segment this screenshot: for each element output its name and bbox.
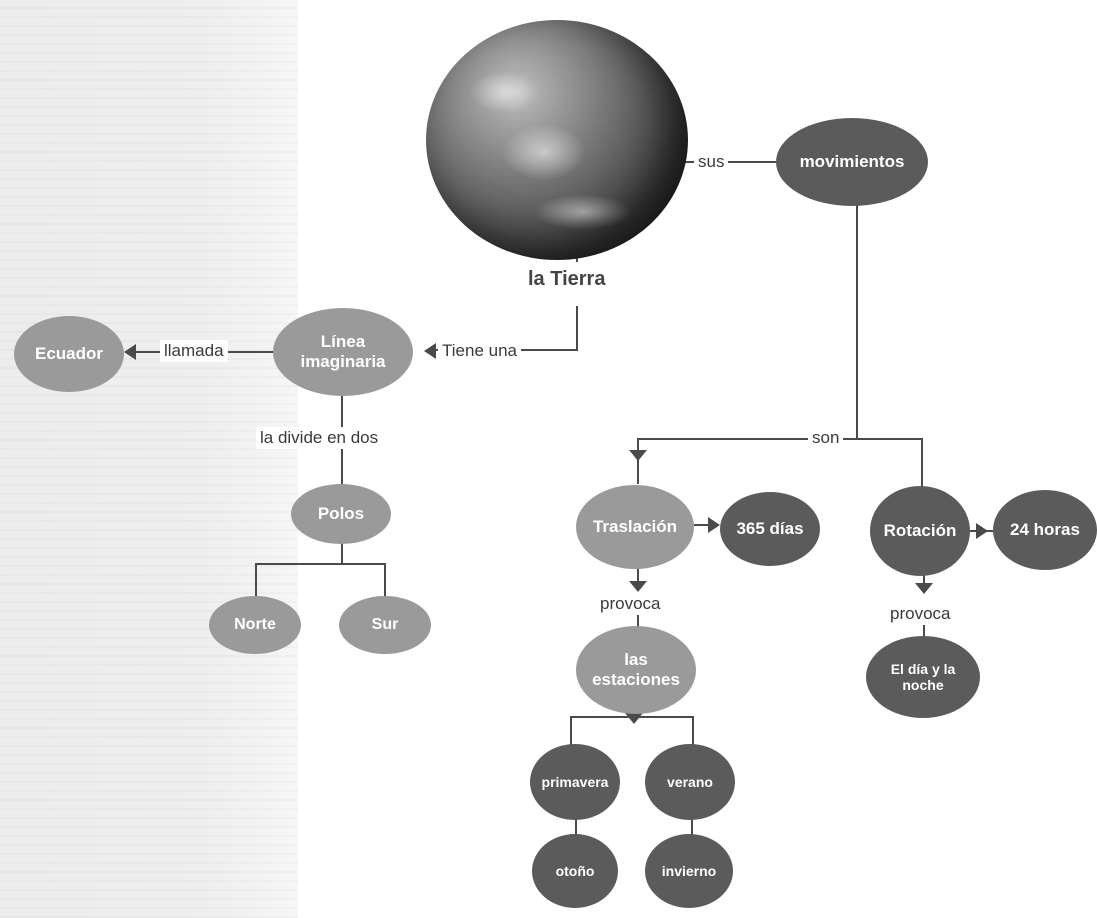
node-rotacion: Rotación: [870, 486, 970, 576]
connector: [384, 563, 386, 599]
connector: [341, 540, 343, 564]
link-label-la-divide: la divide en dos: [256, 427, 383, 449]
arrow-down-icon: [629, 450, 647, 461]
arrow-left-icon: [424, 343, 436, 359]
connector: [637, 438, 923, 440]
connector: [923, 620, 925, 638]
node-primavera: primavera: [530, 744, 620, 820]
earth-globe-image: [426, 20, 688, 260]
connector: [694, 524, 716, 526]
arrow-down-icon: [629, 581, 647, 592]
node-norte: Norte: [209, 596, 301, 654]
node-sur: Sur: [339, 596, 431, 654]
connector: [255, 563, 257, 599]
connector: [575, 812, 577, 838]
node-linea-imaginaria: Línea imaginaria: [273, 308, 413, 396]
page-background-shading: [0, 0, 298, 918]
link-label-provoca: provoca: [886, 603, 955, 625]
node-movimientos: movimientos: [776, 118, 928, 206]
arrow-left-icon: [124, 344, 136, 360]
node-polos: Polos: [291, 484, 391, 544]
link-label-provoca: provoca: [596, 593, 665, 615]
link-label-llamada: llamada: [160, 340, 228, 362]
arrow-down-icon: [915, 583, 933, 594]
connector: [692, 716, 694, 750]
center-label-la-tierra: la Tierra: [528, 268, 606, 290]
node-dia-y-noche: El día y la noche: [866, 636, 980, 718]
link-label-sus: sus: [694, 151, 729, 173]
connector: [637, 566, 639, 586]
node-verano: verano: [645, 744, 735, 820]
link-label-tiene-una: Tiene una: [438, 340, 521, 362]
link-label-son: son: [808, 427, 844, 449]
node-ecuador: Ecuador: [14, 316, 124, 392]
arrow-right-icon: [976, 523, 988, 539]
connector: [637, 614, 639, 632]
node-las-estaciones: las estaciones: [576, 626, 696, 714]
node-traslacion: Traslación: [576, 485, 694, 569]
connector: [921, 438, 923, 488]
node-otono: otoño: [532, 834, 618, 908]
arrow-down-icon: [625, 713, 643, 724]
arrow-right-icon: [708, 517, 720, 533]
connector: [637, 438, 639, 484]
node-invierno: invierno: [645, 834, 733, 908]
node-24-horas: 24 horas: [993, 490, 1097, 570]
connector: [856, 203, 858, 439]
connector: [691, 812, 693, 838]
connector: [255, 563, 386, 565]
connector: [576, 306, 578, 350]
node-365-dias: 365 días: [720, 492, 820, 566]
connector: [570, 716, 572, 750]
connector: [923, 572, 925, 588]
